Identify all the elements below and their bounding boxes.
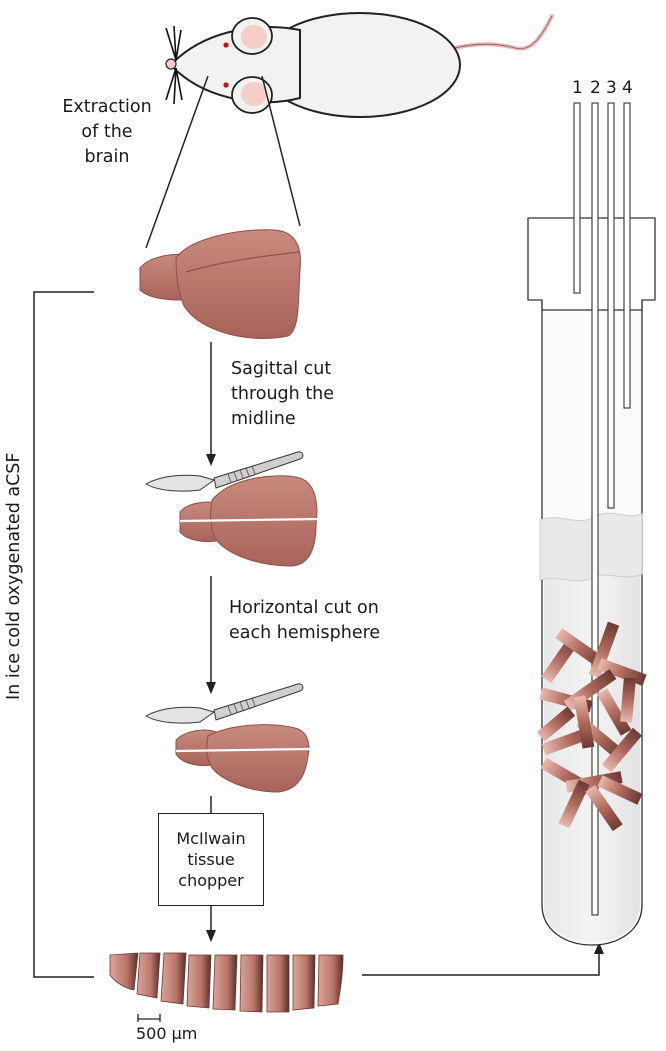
tube-number-2: 2 (590, 78, 601, 98)
mouse-ear-bottom (231, 76, 273, 114)
whiskers (165, 25, 183, 105)
mouse-nose (165, 58, 177, 70)
scale-bar (137, 1014, 161, 1022)
sagittal-line-2: through the (231, 384, 335, 404)
slice (136, 952, 161, 999)
tube-line-1 (573, 102, 581, 294)
arrow-to-tube (362, 942, 604, 976)
slice (266, 954, 290, 1013)
cotton-plug (539, 512, 643, 582)
sagittal-label: Sagittal cut through the midline (231, 357, 334, 432)
horizontal-line-1: Horizontal cut on (229, 598, 379, 618)
brain-hemispheres (175, 229, 301, 339)
mouse-tail (453, 14, 554, 51)
extraction-line-1: Extraction (62, 97, 152, 117)
mouse-eye-top (223, 42, 229, 48)
mouse (145, 12, 554, 249)
horizontal-line-2: each hemisphere (229, 623, 381, 643)
side-bracket (33, 291, 94, 978)
tube-number-3: 3 (606, 78, 617, 98)
whole-brain (139, 229, 301, 339)
extraction-label: Extraction of the brain (42, 95, 172, 170)
zoom-line-left (145, 75, 209, 249)
chopper-line-1: McIlwain (176, 829, 246, 848)
test-tube (527, 102, 656, 946)
slice (317, 954, 344, 1007)
arrow-sagittal (206, 342, 216, 466)
horizontal-label: Horizontal cut on each hemisphere (229, 596, 380, 646)
brain-sagittal-cut (179, 475, 319, 567)
extraction-line-2: of the (81, 122, 133, 142)
slice (292, 954, 316, 1011)
sagittal-line-3: midline (231, 409, 296, 429)
tube-line-3 (607, 102, 615, 509)
chopper-box: McIlwain tissue chopper (158, 813, 264, 906)
chopper-line-3: chopper (178, 871, 244, 890)
brain-horizontal-cut (175, 724, 311, 793)
arrow-to-slices (206, 906, 216, 942)
slice (160, 952, 187, 1005)
side-label: In ice cold oxygenated aCSF (4, 452, 24, 700)
mouse-ear-top (231, 17, 273, 55)
horizontal-cut-line (175, 747, 311, 753)
tube-line-4 (623, 102, 631, 409)
tube-line-2 (591, 102, 599, 916)
scalpel-sagittal (144, 451, 304, 492)
extraction-line-3: brain (84, 147, 130, 167)
brain-strips (536, 621, 647, 832)
chopper-line-2: tissue (187, 850, 235, 869)
slice-row (109, 952, 344, 1022)
arrow-horizontal (206, 576, 216, 694)
scale-label: 500 µm (136, 1024, 198, 1043)
zoom-line-right (261, 75, 301, 227)
scalpel-horizontal (144, 683, 304, 724)
mouse-eye-bottom (223, 82, 229, 88)
slice (186, 954, 212, 1009)
tube-number-4: 4 (622, 78, 633, 98)
sagittal-line-1: Sagittal cut (231, 359, 332, 379)
tube-number-1: 1 (572, 78, 583, 98)
slice (212, 954, 238, 1011)
slice (109, 952, 139, 991)
slice (239, 954, 264, 1013)
sagittal-cut-line (179, 517, 319, 523)
